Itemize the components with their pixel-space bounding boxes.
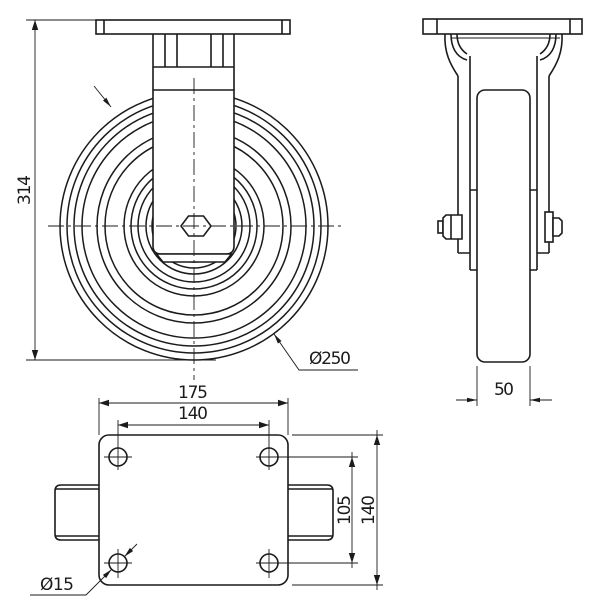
dim-overall-height: 314 bbox=[15, 19, 216, 361]
dim-arrow-icon bbox=[373, 575, 381, 585]
yoke-shoulder-right bbox=[539, 33, 563, 77]
dim-arrow-icon bbox=[348, 457, 356, 467]
dim-hole-spacing-depth: 105 bbox=[256, 452, 358, 568]
leader-arrow-icon bbox=[124, 547, 134, 557]
dim-hole-diameter: Ø15 bbox=[30, 543, 138, 596]
wheel-side bbox=[476, 89, 531, 363]
dim-arrow-icon bbox=[31, 350, 39, 360]
hub-flange-left bbox=[469, 189, 477, 271]
fork-leg bbox=[152, 89, 235, 255]
plate-structure bbox=[54, 434, 334, 586]
axle-tab-left bbox=[54, 484, 99, 541]
dim-arrow-icon bbox=[348, 553, 356, 563]
mounting-plate-front bbox=[95, 19, 291, 35]
dim-plate-depth: 140 bbox=[292, 430, 383, 590]
neck-gussets bbox=[103, 20, 283, 90]
dim-arrow-icon bbox=[99, 399, 109, 407]
dim-label-hole-spacing-width: 140 bbox=[178, 404, 208, 424]
dim-wheel-width: 50 bbox=[456, 366, 552, 406]
dim-arrow-icon bbox=[31, 20, 39, 30]
dim-arrow-icon bbox=[467, 397, 477, 403]
tread-arrow-icon bbox=[103, 97, 111, 107]
tread-leader bbox=[93, 85, 112, 108]
centerlines-front bbox=[48, 78, 343, 380]
axle-washer bbox=[544, 211, 554, 243]
bottom-view: 175 140 105 140 Ø15 bbox=[30, 383, 383, 596]
axle-bolt bbox=[437, 211, 563, 243]
axle-nut bbox=[552, 217, 563, 237]
dim-label-wheel-diameter: Ø250 bbox=[309, 349, 351, 369]
hub-flange-right bbox=[530, 189, 538, 271]
dim-arrow-icon bbox=[373, 435, 381, 445]
dim-plate-width: 175 bbox=[98, 383, 289, 435]
dim-label-hole-diameter: Ø15 bbox=[40, 575, 74, 595]
fork-bracket bbox=[95, 19, 291, 263]
dim-hole-spacing-width: 140 bbox=[117, 404, 270, 470]
yoke-shoulder-left bbox=[444, 33, 468, 77]
mounting-plate-side bbox=[422, 18, 583, 35]
mounting-plate-bottom bbox=[98, 434, 289, 586]
front-view: 314 Ø250 bbox=[15, 19, 358, 380]
dim-arrow-icon bbox=[259, 421, 269, 429]
dim-label-overall-height: 314 bbox=[15, 175, 35, 205]
side-view: 50 bbox=[422, 18, 583, 406]
bolt-head bbox=[442, 214, 463, 240]
dim-wheel-diameter: Ø250 bbox=[273, 333, 358, 371]
dim-arrow-icon bbox=[530, 397, 540, 403]
dim-label-plate-width: 175 bbox=[178, 383, 208, 403]
leader-arrow-icon bbox=[102, 569, 112, 579]
dim-label-plate-depth: 140 bbox=[359, 495, 379, 525]
dim-arrow-icon bbox=[118, 421, 128, 429]
dim-arrow-icon bbox=[278, 399, 288, 407]
side-structure bbox=[422, 18, 583, 363]
axle-housing bbox=[154, 253, 234, 263]
axle-tab-right bbox=[288, 484, 334, 541]
leader-arrow-icon bbox=[274, 334, 282, 344]
dim-label-hole-spacing-depth: 105 bbox=[335, 495, 355, 525]
dim-label-wheel-width: 50 bbox=[494, 380, 514, 400]
hex-nut bbox=[180, 215, 212, 237]
